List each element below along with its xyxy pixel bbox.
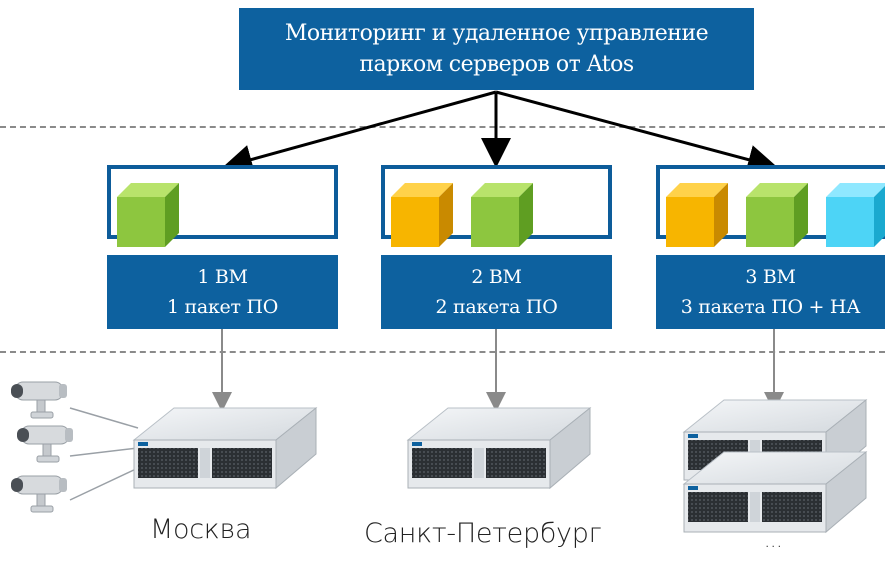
header-title-line-1: Мониторинг и удаленное управление — [284, 21, 709, 46]
server-appliance-icon — [124, 402, 324, 492]
vm-box-spb — [381, 165, 612, 247]
arrow-to-moscow — [222, 90, 497, 175]
camera-link-1 — [69, 407, 139, 429]
server-appliance-icon — [674, 446, 874, 536]
cube-green-icon — [117, 183, 179, 247]
cube-orange-icon — [391, 183, 453, 247]
separator-bottom — [0, 351, 885, 353]
package-count: 1 пакет ПО — [167, 296, 278, 318]
package-count: 2 пакета ПО — [435, 296, 558, 318]
city-label-moscow: Москва — [150, 514, 252, 545]
camera-link-2 — [69, 447, 139, 457]
vm-label-third-site: 3 ВМ 3 пакета ПО + НА — [656, 255, 885, 329]
vm-box-moscow — [107, 165, 338, 247]
separator-top — [0, 126, 885, 128]
package-count: 3 пакета ПО + НА — [680, 296, 861, 318]
city-label-spb: Санкт-Петербург — [364, 518, 602, 549]
server-appliance-icon — [398, 402, 598, 492]
arrow-to-third-site — [495, 90, 778, 175]
security-camera-icon — [14, 420, 86, 470]
vm-label-spb: 2 ВМ 2 пакета ПО — [381, 255, 612, 329]
vm-label-moscow: 1 ВМ 1 пакет ПО — [107, 255, 338, 329]
camera-link-3 — [69, 467, 139, 501]
city-label-third-site: ... — [764, 528, 783, 552]
security-camera-icon — [8, 470, 80, 520]
vm-count: 2 ВМ — [471, 266, 522, 288]
header-title-line-2: парком серверов от Atos — [359, 52, 634, 77]
vm-count: 3 ВМ — [745, 266, 796, 288]
cube-green-icon — [746, 183, 808, 247]
security-camera-icon — [8, 376, 80, 426]
cube-orange-icon — [666, 183, 728, 247]
vm-box-third-site — [656, 165, 885, 247]
cube-cyan-icon — [826, 183, 885, 247]
header-box: Мониторинг и удаленное управление парком… — [239, 8, 754, 90]
cube-green-icon — [471, 183, 533, 247]
vm-count: 1 ВМ — [197, 266, 248, 288]
